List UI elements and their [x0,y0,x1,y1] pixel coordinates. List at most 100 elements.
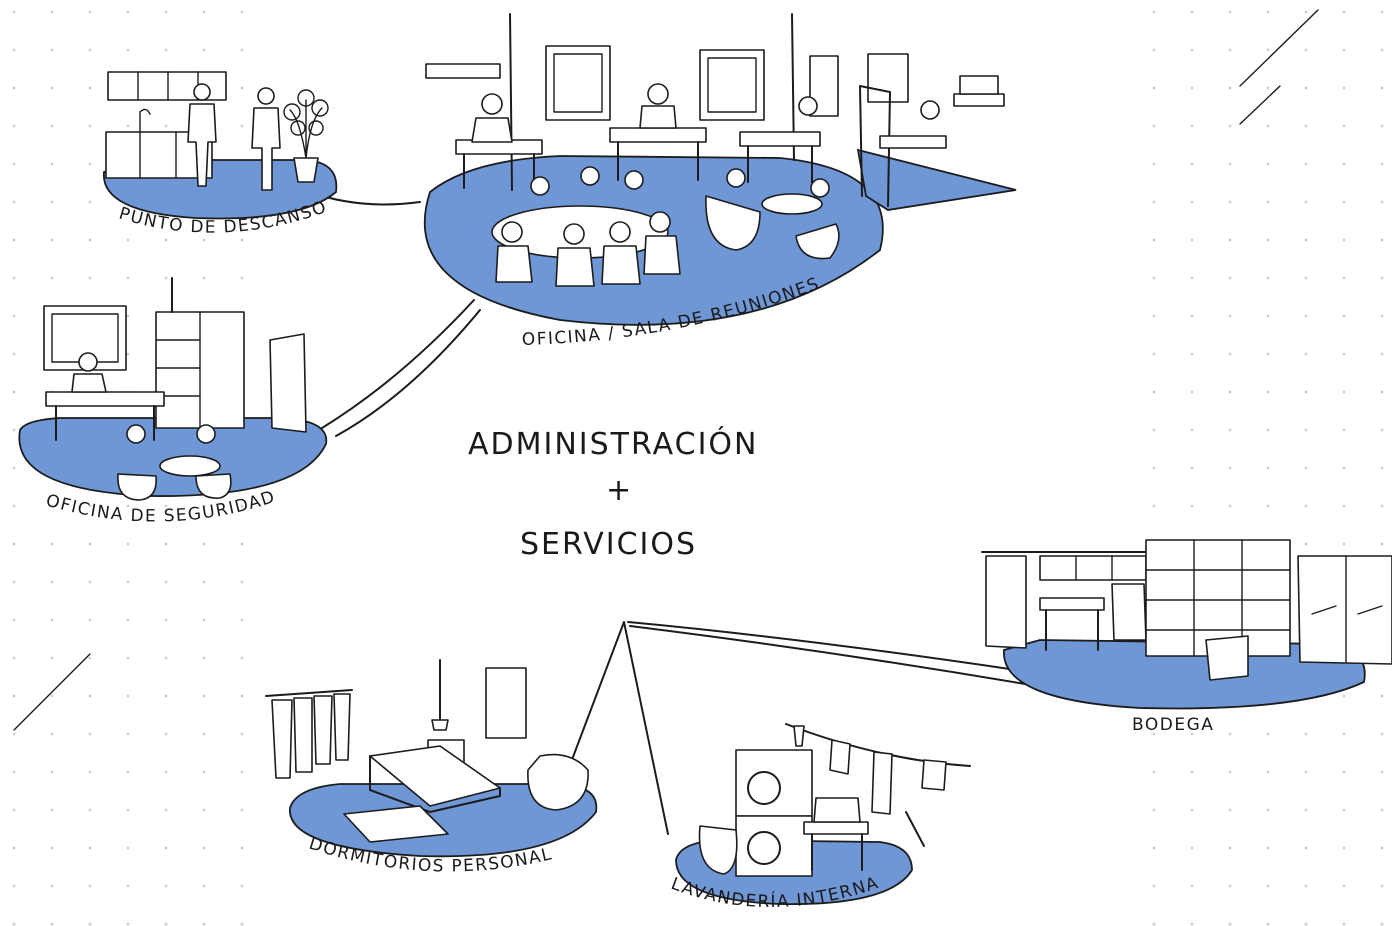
grid-dot [1304,276,1308,280]
grid-dot [88,200,92,204]
grid-dot [1380,238,1384,242]
grid-dot [1342,390,1346,394]
grid-dot [12,922,16,926]
grid-dot [1380,48,1384,52]
grid-dot [1190,162,1194,166]
grid-dot [240,770,244,774]
grid-dot [1380,10,1384,14]
grid-dot [50,276,54,280]
grid-dot [12,276,16,280]
grid-dot [202,10,206,14]
grid-dot [12,846,16,850]
grid-dot [1266,48,1270,52]
grid-dot [1190,276,1194,280]
grid-dot [1342,48,1346,52]
grid-dot [1266,352,1270,356]
grid-dot [1266,428,1270,432]
grid-dot [1342,542,1346,546]
grid-dot [1266,808,1270,812]
grid-dot [202,580,206,584]
grid-dot [1304,10,1308,14]
grid-dot [1304,466,1308,470]
grid-dot [240,922,244,926]
grid-dot [12,124,16,128]
grid-dot [164,542,168,546]
grid-dot [202,504,206,508]
grid-dot [126,10,130,14]
grid-dot [1304,504,1308,508]
grid-dot [1152,808,1156,812]
grid-dot [164,732,168,736]
grid-dot [202,808,206,812]
grid-dot [50,618,54,622]
grid-dot [50,808,54,812]
grid-dot [1304,390,1308,394]
grid-dot [88,846,92,850]
grid-dot [164,276,168,280]
grid-dot [1304,846,1308,850]
grid-dot [164,48,168,52]
grid-dot [1342,200,1346,204]
area-lavanderia: LAVANDERÍA INTERNA [668,723,971,912]
grid-dot [1380,390,1384,394]
grid-dot [202,884,206,888]
grid-dot [1152,48,1156,52]
grid-dot [126,618,130,622]
grid-dot [164,884,168,888]
grid-dot [12,86,16,90]
grid-dot [1190,732,1194,736]
grid-dot [164,124,168,128]
grid-dot [12,466,16,470]
grid-dot [50,922,54,926]
grid-dot [1266,86,1270,90]
grid-dot [240,10,244,14]
grid-dot [240,238,244,242]
grid-dot [126,732,130,736]
grid-dot [1228,314,1232,318]
grid-dot [50,732,54,736]
grid-dot [1380,124,1384,128]
grid-dot [1228,162,1232,166]
grid-dot [240,694,244,698]
grid-dot [1304,884,1308,888]
title-line-1: ADMINISTRACIÓN [468,425,759,462]
grid-dot [126,694,130,698]
grid-dot [1228,770,1232,774]
grid-dot [1266,314,1270,318]
grid-dot [1342,466,1346,470]
grid-dot [88,580,92,584]
grid-dot [1228,276,1232,280]
grid-dot [12,694,16,698]
grid-dot [1152,770,1156,774]
grid-dot [1152,846,1156,850]
grid-dot [1266,922,1270,926]
title-line-2: SERVICIOS [520,527,697,562]
grid-dot [1304,200,1308,204]
grid-dot [1266,884,1270,888]
grid-dot [1190,808,1194,812]
grid-dot [1228,124,1232,128]
grid-dot [1228,884,1232,888]
grid-dot [1380,922,1384,926]
grid-dot [1266,390,1270,394]
grid-dot [1304,238,1308,242]
grid-dot [240,542,244,546]
grid-dot [1190,922,1194,926]
grid-dot [12,732,16,736]
grid-dot [50,770,54,774]
grid-dot [240,124,244,128]
grid-dot [126,276,130,280]
grid-dot [1190,884,1194,888]
grid-dot [1228,732,1232,736]
grid-dot [1342,504,1346,508]
grid-dot [164,808,168,812]
grid-dot [1342,314,1346,318]
grid-dot [126,48,130,52]
grid-dot [1152,390,1156,394]
grid-dot [12,200,16,204]
grid-dot [1228,466,1232,470]
grid-dot [1266,732,1270,736]
grid-dot [1152,124,1156,128]
grid-dot [164,846,168,850]
grid-dot [202,656,206,660]
